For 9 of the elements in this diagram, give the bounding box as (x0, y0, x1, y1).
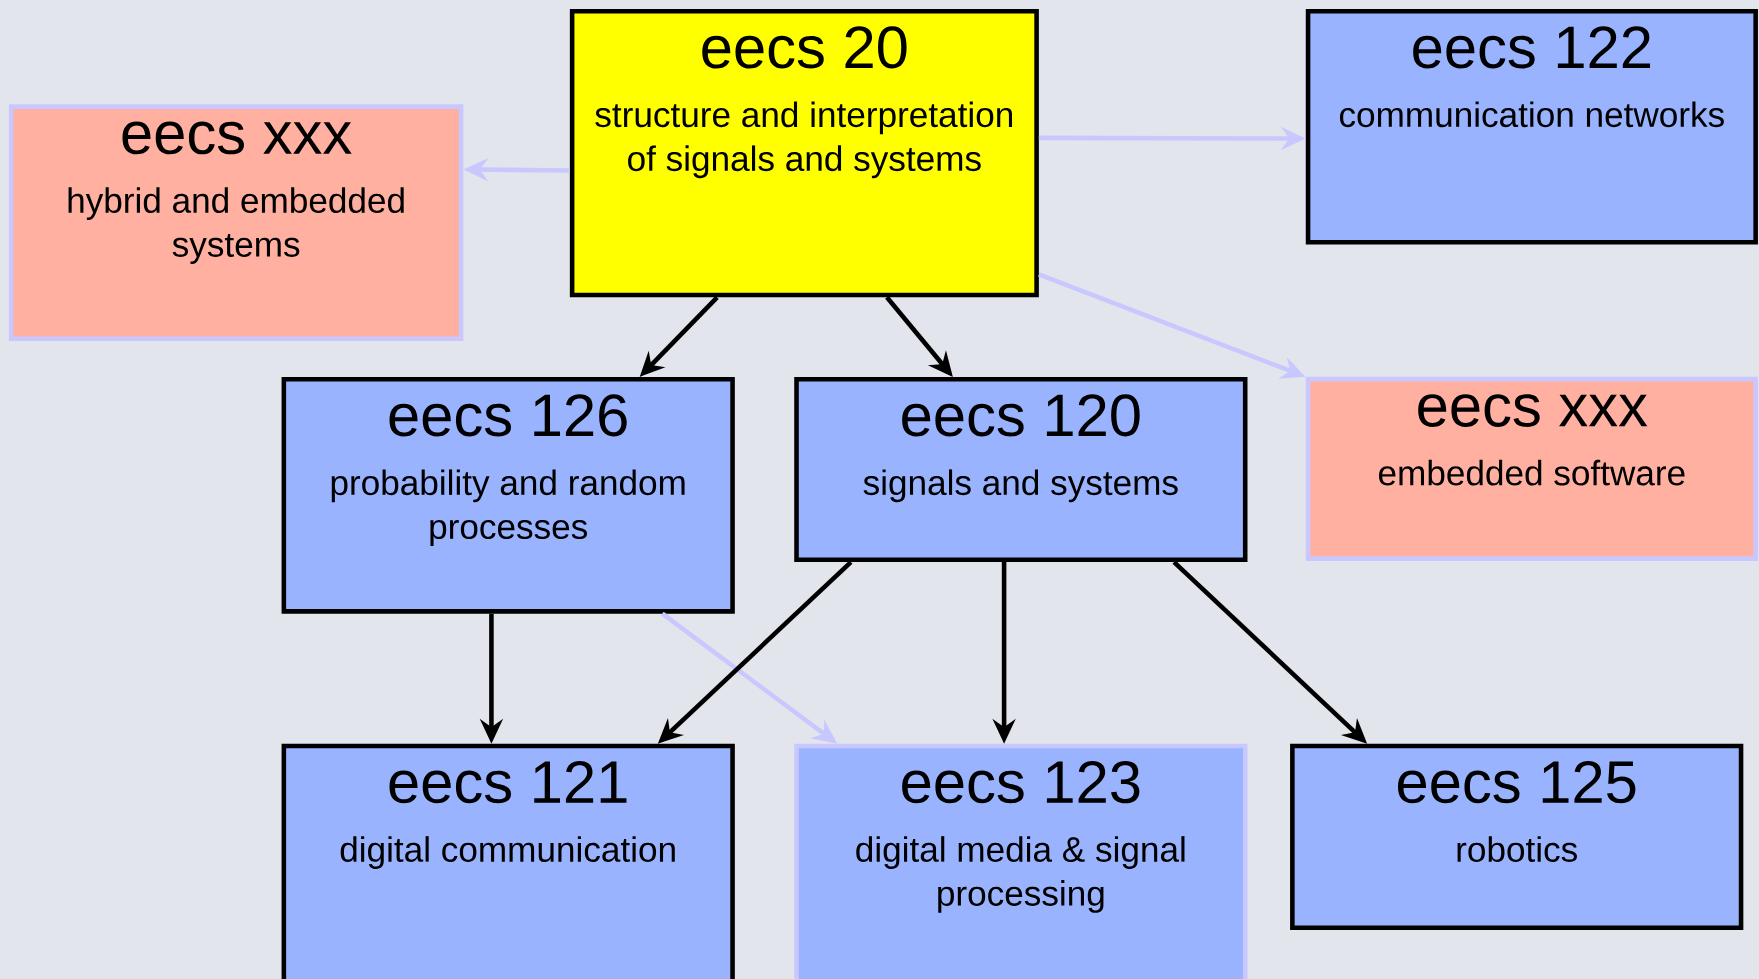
course-box: eecs 123 digital media & signal processing (794, 743, 1248, 979)
course-box: eecs xxx hybrid and embedded systems (8, 104, 464, 341)
course-box: eecs 126 probability and random processes (281, 376, 735, 614)
course-box: eecs xxx embedded software (1305, 376, 1758, 561)
course-box: eecs 125 robotics (1290, 743, 1744, 930)
course-box: eecs 20 structure and interpretation of signals and systems (569, 8, 1039, 298)
course-box: eecs 121 digital communication (281, 743, 735, 979)
course-box: eecs 122 communication networks (1305, 8, 1758, 245)
course-box: eecs 120 signals and systems (794, 376, 1248, 562)
